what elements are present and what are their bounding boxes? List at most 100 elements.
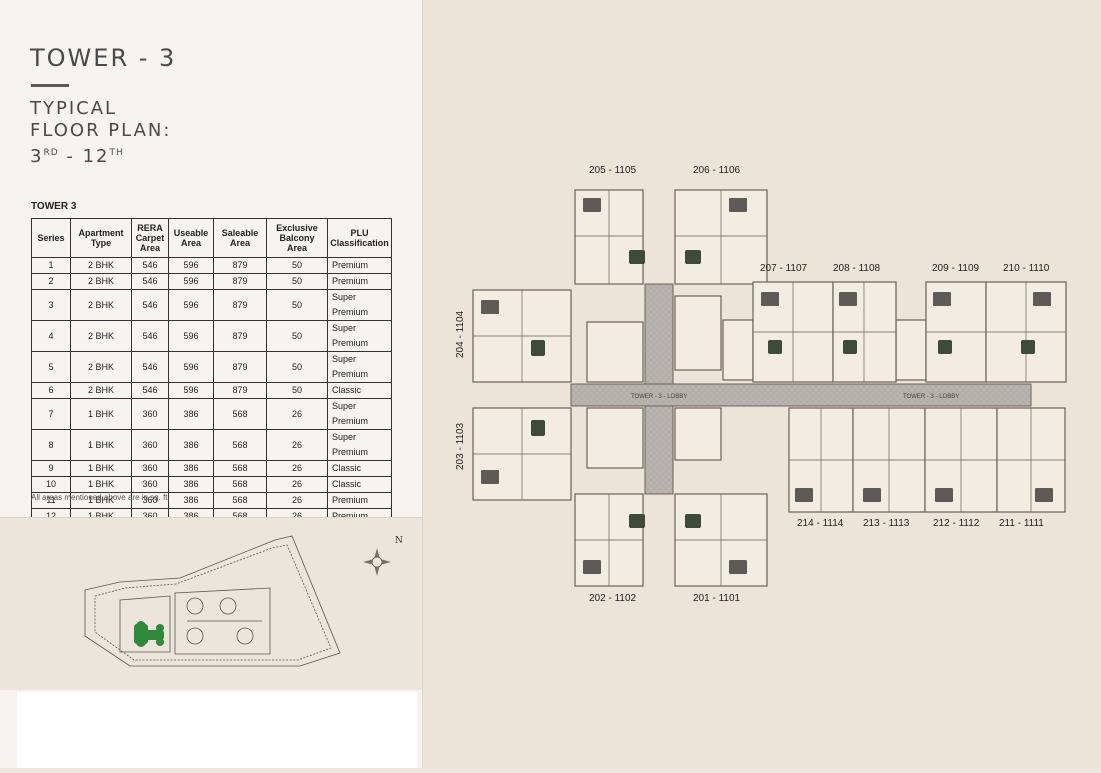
unit-label-203: 203 - 1103 (455, 422, 466, 470)
cell-balcony: 50 (266, 257, 328, 274)
cell-type: 1 BHK (70, 476, 132, 493)
floor-to-suffix: TH (109, 148, 124, 158)
cell-balcony: 50 (266, 289, 328, 321)
subtitle-line-1: TYPICAL (30, 98, 118, 119)
site-boundary (84, 535, 341, 667)
cell-balcony: 26 (266, 460, 328, 477)
tower-2-plan (219, 597, 237, 615)
cell-rera: 546 (131, 289, 169, 321)
cell-useable: 596 (168, 351, 214, 383)
cell-balcony: 50 (266, 351, 328, 383)
lobby-label-east: TOWER - 3 - LOBBY (903, 394, 959, 400)
unit-label-209: 209 - 1109 (932, 263, 980, 274)
floor-plan-drawing: TOWER - 3 - LOBBY TOWER - 3 - LOBBY (472, 189, 1067, 587)
tower-5-plan (236, 627, 254, 645)
cell-balcony: 26 (266, 429, 328, 461)
unit-label-202: 202 - 1102 (589, 593, 637, 604)
unit-label-212: 212 - 1112 (933, 518, 980, 529)
unit-label-208: 208 - 1108 (833, 263, 881, 274)
cell-plu: Super Premium (327, 398, 392, 430)
area-note: All areas mentioned above are in sq. ft. (31, 493, 170, 502)
cell-saleable: 568 (213, 476, 267, 493)
cell-rera: 360 (131, 398, 169, 430)
cell-series: 3 (31, 289, 71, 321)
unit-label-211: 211 - 1111 (999, 518, 1044, 529)
cell-plu: Classic (327, 382, 392, 399)
cell-type: 2 BHK (70, 351, 132, 383)
cell-saleable: 879 (213, 289, 267, 321)
tower-1-plan (186, 597, 204, 615)
cell-useable: 386 (168, 476, 214, 493)
north-corridor (644, 283, 674, 385)
cell-series: 10 (31, 476, 71, 493)
unit-label-214: 214 - 1114 (797, 518, 844, 529)
cell-plu: Super Premium (327, 351, 392, 383)
cell-type: 1 BHK (70, 460, 132, 477)
cell-plu: Premium (327, 257, 392, 274)
subtitle: TYPICAL FLOOR PLAN: 3RD - 12TH (30, 98, 171, 168)
highlighted-tower-3 (134, 621, 164, 647)
cell-type: 2 BHK (70, 289, 132, 321)
cell-type: 2 BHK (70, 382, 132, 399)
cell-type: 2 BHK (70, 320, 132, 352)
cell-series: 1 (31, 257, 71, 274)
cell-balcony: 26 (266, 492, 328, 509)
cell-balcony: 50 (266, 382, 328, 399)
cell-plu: Super Premium (327, 320, 392, 352)
floor-to: - 12 (58, 146, 110, 167)
cell-saleable: 568 (213, 398, 267, 430)
page-title: TOWER - 3 (30, 44, 177, 72)
cell-useable: 386 (168, 429, 214, 461)
col-useable: Useable Area (168, 218, 214, 258)
cell-rera: 360 (131, 476, 169, 493)
cell-useable: 386 (168, 492, 214, 509)
col-series: Series (31, 218, 71, 258)
site-inner-boundary (94, 544, 332, 661)
col-saleable: Saleable Area (213, 218, 267, 258)
corridors (570, 283, 1032, 495)
cell-plu: Super Premium (327, 429, 392, 461)
cell-useable: 386 (168, 398, 214, 430)
cell-plu: Classic (327, 476, 392, 493)
furniture-marks (481, 198, 1053, 574)
cell-rera: 546 (131, 257, 169, 274)
cell-rera: 360 (131, 429, 169, 461)
dining-sets (531, 250, 1035, 528)
floor-from-suffix: RD (43, 148, 59, 158)
interior-walls (473, 190, 1066, 586)
staircase-1 (722, 319, 754, 381)
south-corridor (644, 405, 674, 495)
cell-type: 2 BHK (70, 257, 132, 274)
table-header-row: Series Apartment Type RERA Carpet Area U… (31, 218, 392, 258)
cell-type: 1 BHK (70, 398, 132, 430)
lobby-label-west: TOWER - 3 - LOBBY (631, 394, 687, 400)
cell-useable: 596 (168, 382, 214, 399)
key-plan (0, 517, 422, 690)
cell-useable: 596 (168, 320, 214, 352)
cell-useable: 596 (168, 257, 214, 274)
col-rera: RERA Carpet Area (131, 218, 169, 258)
tower-4-plan (186, 627, 204, 645)
cell-balcony: 50 (266, 273, 328, 290)
cell-series: 5 (31, 351, 71, 383)
cell-saleable: 568 (213, 429, 267, 461)
staircase-2 (895, 319, 927, 381)
floor-range: 3RD - 12TH (30, 142, 171, 168)
cell-series: 7 (31, 398, 71, 430)
cell-rera: 546 (131, 320, 169, 352)
cell-saleable: 879 (213, 273, 267, 290)
cell-saleable: 879 (213, 257, 267, 274)
cell-series: 8 (31, 429, 71, 461)
unit-label-213: 213 - 1113 (863, 518, 910, 529)
cell-series: 9 (31, 460, 71, 477)
unit-label-201: 201 - 1101 (693, 593, 741, 604)
unit-label-210: 210 - 1110 (1003, 263, 1050, 274)
